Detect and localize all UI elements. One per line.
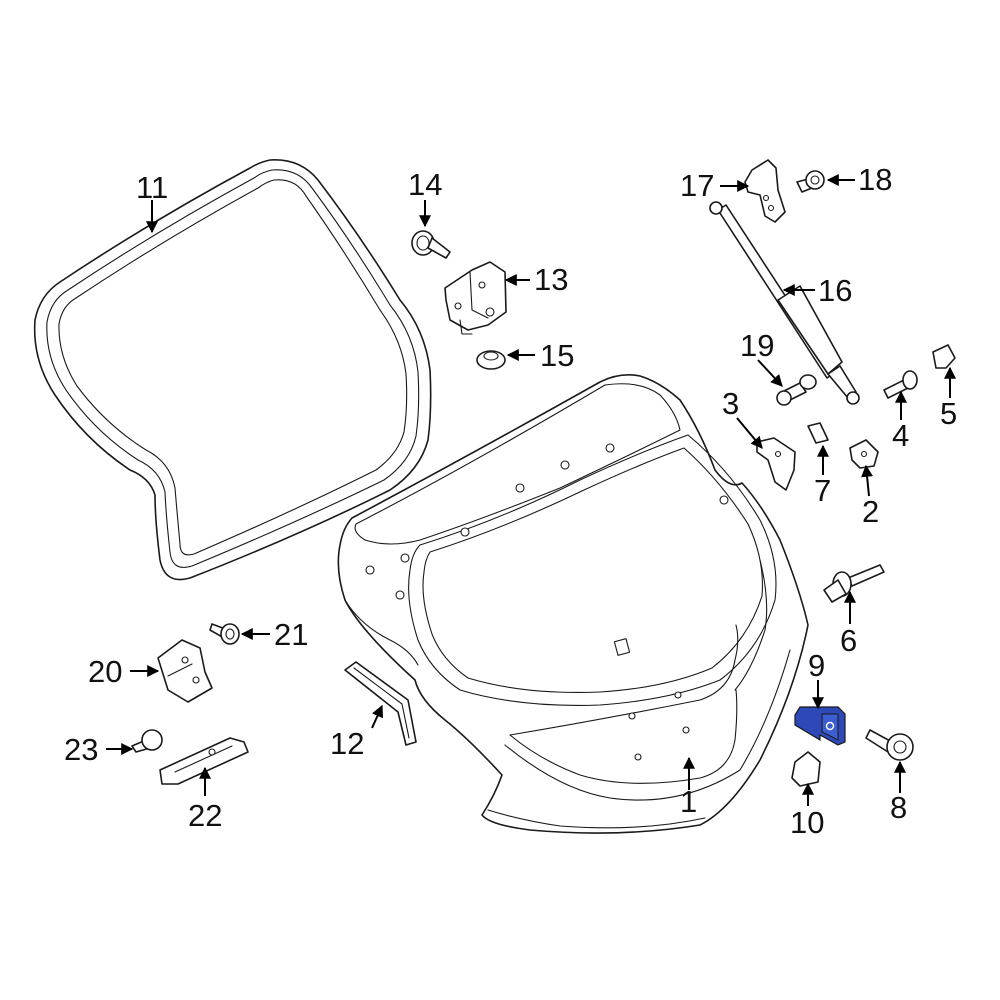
leader-lines <box>106 174 956 806</box>
callout-13: 13 <box>534 262 568 297</box>
callout-23: 23 <box>64 732 98 767</box>
callout-21: 21 <box>274 617 308 652</box>
callout-18: 18 <box>858 162 892 197</box>
callout-labels: 11 14 13 15 17 18 16 19 3 4 5 7 2 6 9 8 … <box>64 162 957 840</box>
part-3-bracket <box>756 437 796 491</box>
callout-15: 15 <box>540 338 574 373</box>
part-17-strut-bracket <box>744 159 786 223</box>
callout-19: 19 <box>740 328 774 363</box>
part-10-bumper <box>791 751 821 787</box>
callout-7: 7 <box>814 473 831 508</box>
leader-3 <box>736 417 763 449</box>
part-16-gas-strut <box>709 201 860 405</box>
callout-20: 20 <box>88 654 122 689</box>
callout-22: 22 <box>188 798 222 833</box>
part-1-liftgate <box>337 374 809 834</box>
callout-5: 5 <box>940 396 957 431</box>
callout-8: 8 <box>890 790 907 825</box>
part-15-grommet <box>476 350 506 370</box>
callout-9: 9 <box>808 648 825 683</box>
callout-14: 14 <box>408 167 442 202</box>
callout-2: 2 <box>862 494 879 529</box>
part-21-bolt <box>209 623 240 645</box>
part-22-switch <box>159 737 249 785</box>
part-8-bolt <box>865 729 914 761</box>
callout-17: 17 <box>680 168 714 203</box>
part-2-clip <box>849 439 879 469</box>
part-20-latch <box>157 639 213 703</box>
part-19-ball-stud <box>776 374 817 406</box>
part-11-weatherstrip <box>33 159 432 581</box>
part-12-applique <box>344 661 417 746</box>
callout-3: 3 <box>722 386 739 421</box>
part-9-bracket-highlighted <box>794 706 846 746</box>
part-7-pad <box>807 422 829 444</box>
part-4-bolt <box>883 370 918 399</box>
callout-11: 11 <box>136 170 168 205</box>
part-23-bolt <box>131 729 163 753</box>
part-5-clip <box>932 344 956 369</box>
leader-19 <box>757 359 783 387</box>
callout-6: 6 <box>840 623 857 658</box>
callout-1: 1 <box>680 784 697 819</box>
part-13-hinge <box>444 261 507 335</box>
part-14-bolt <box>411 230 451 259</box>
part-18-bolt <box>796 170 825 193</box>
callout-16: 16 <box>818 273 852 308</box>
callout-10: 10 <box>790 805 824 840</box>
part-6-bumper-stop <box>823 564 885 603</box>
callout-4: 4 <box>892 418 909 453</box>
leader-12 <box>371 704 383 729</box>
callout-12: 12 <box>330 726 364 761</box>
leader-2 <box>861 464 874 497</box>
